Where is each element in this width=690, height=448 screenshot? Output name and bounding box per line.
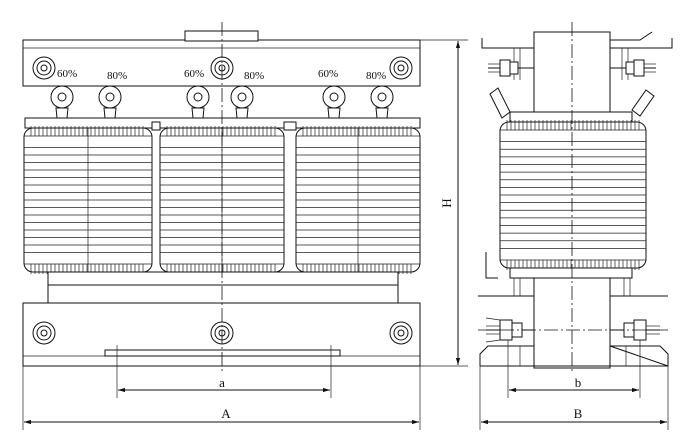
coil-lead-bar <box>24 117 421 129</box>
terminal-lug-3 <box>186 85 210 119</box>
front-view: 60% 80% 60% 80% 60% 80% <box>22 22 468 430</box>
side-base-foot <box>479 345 669 367</box>
tap-label-2: 80% <box>107 70 127 82</box>
dimension-A-label: A <box>221 406 231 421</box>
bottom-clamp <box>22 302 421 367</box>
terminal-lug-4 <box>230 85 254 119</box>
side-top-stud-right <box>610 59 656 77</box>
terminal-lugs <box>50 85 394 119</box>
bottom-core-lower <box>47 284 399 304</box>
side-lower-hook <box>485 252 498 279</box>
side-top-stud-left <box>488 59 534 77</box>
terminal-lug-6 <box>370 85 394 119</box>
tap-label-4: 80% <box>244 70 264 82</box>
tap-label-6: 80% <box>366 70 386 82</box>
top-bolt-left <box>32 56 56 80</box>
side-lead-left <box>489 87 511 119</box>
dimension-a-label: a <box>219 375 225 390</box>
terminal-lug-5 <box>322 85 346 119</box>
bottom-clamp-lip <box>104 349 341 357</box>
dimension-b-label: b <box>575 375 582 390</box>
side-top-bracket <box>481 31 673 49</box>
bottom-bolt-right <box>389 321 413 345</box>
terminal-lug-1 <box>50 85 74 119</box>
side-coil-body <box>499 120 647 270</box>
terminal-lug-2 <box>98 85 122 119</box>
side-lead-right <box>631 89 655 117</box>
top-lug <box>184 30 259 42</box>
coil-right <box>295 126 421 274</box>
coil-left <box>23 126 153 274</box>
bottom-bolt-left <box>32 321 56 345</box>
top-bolt-right <box>389 56 413 80</box>
dimension-H-label: H <box>439 198 454 207</box>
tap-label-5: 60% <box>318 68 338 80</box>
dimension-B-label: B <box>574 406 583 421</box>
tap-label-3: 60% <box>184 68 204 80</box>
side-coil <box>499 120 647 270</box>
bottom-core <box>47 271 399 286</box>
tap-label-1: 60% <box>57 68 77 80</box>
side-view: b B <box>478 22 673 430</box>
